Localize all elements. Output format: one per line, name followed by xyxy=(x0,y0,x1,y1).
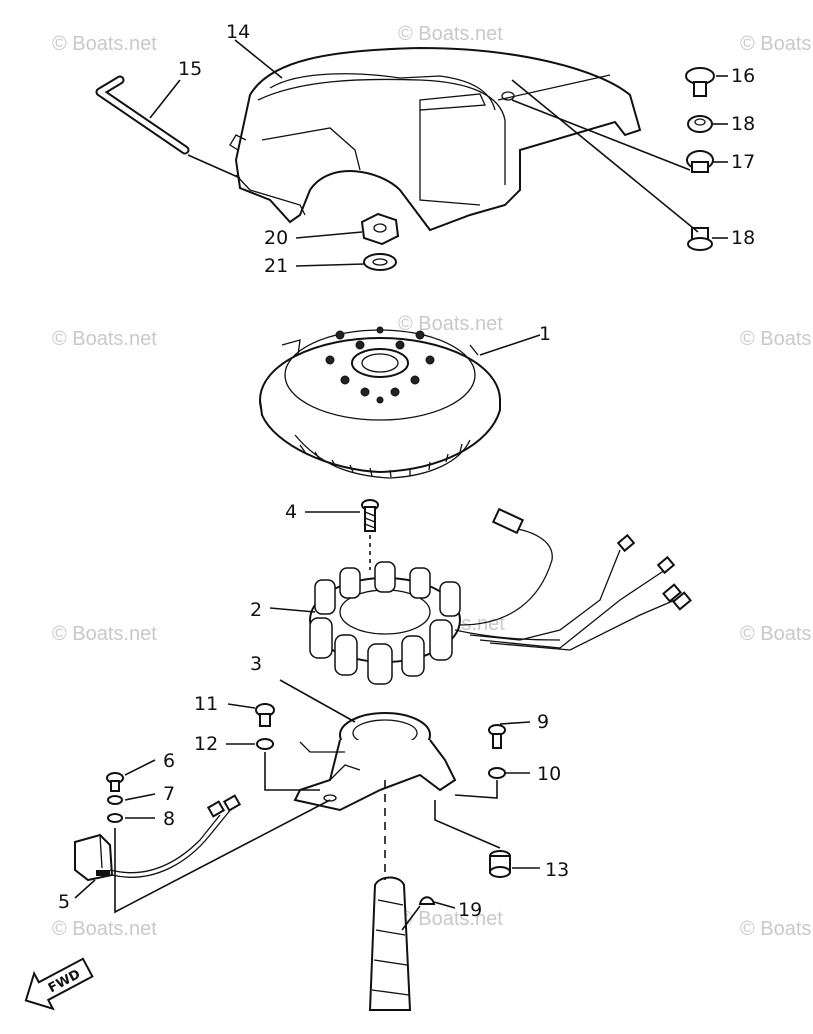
leader-line xyxy=(511,79,699,233)
screw-11 xyxy=(255,703,275,727)
watermark: © Boats.net xyxy=(398,313,503,335)
screw-6 xyxy=(106,772,124,792)
pulser-coil-5 xyxy=(74,794,242,882)
fastener-16 xyxy=(685,67,715,97)
callout-14: 14 xyxy=(226,21,250,43)
leader-line xyxy=(279,679,356,723)
watermark: © Boats.net xyxy=(52,33,157,55)
collar-18b xyxy=(687,227,713,251)
leader-line xyxy=(295,231,363,239)
leader-line xyxy=(234,39,283,79)
callout-2: 2 xyxy=(250,599,262,621)
leader-line xyxy=(511,99,691,171)
washer-8 xyxy=(107,813,123,823)
callout-19: 19 xyxy=(458,899,482,921)
leader-line xyxy=(295,263,365,267)
leader-line xyxy=(434,800,501,849)
base-plate-part xyxy=(293,712,457,812)
bolt-part xyxy=(361,499,379,570)
washer-7 xyxy=(107,795,123,805)
woodruff-key-19 xyxy=(418,896,436,905)
washer-12 xyxy=(256,738,274,750)
rod-part xyxy=(95,75,241,179)
leader-line xyxy=(227,703,256,709)
callout-3: 3 xyxy=(250,653,262,675)
leader-line xyxy=(499,721,531,725)
spacer-13 xyxy=(489,850,511,878)
screw-9 xyxy=(488,724,506,749)
forward-arrow-icon: FWD xyxy=(24,957,94,1011)
callout-21: 21 xyxy=(264,255,288,277)
callout-1: 1 xyxy=(539,323,551,345)
leader-line xyxy=(74,879,96,899)
leader-line xyxy=(264,752,320,791)
nut-part xyxy=(360,212,400,246)
callout-6: 6 xyxy=(163,750,175,772)
callout-18: 18 xyxy=(731,113,755,135)
callout-13: 13 xyxy=(545,859,569,881)
callout-11: 11 xyxy=(194,693,218,715)
callout-15: 15 xyxy=(178,58,202,80)
watermark: © Boats.net xyxy=(740,33,813,55)
leader-line xyxy=(124,759,156,776)
flywheel-cover-part xyxy=(229,46,642,232)
callout-8: 8 xyxy=(163,808,175,830)
flywheel-part xyxy=(259,326,501,479)
leader-line xyxy=(454,780,498,799)
watermark: © Boats.net xyxy=(398,908,503,930)
leader-line xyxy=(124,793,156,801)
callout-7: 7 xyxy=(163,783,175,805)
watermark: © Boats.net xyxy=(52,328,157,350)
callout-16: 16 xyxy=(731,65,755,87)
callout-12: 12 xyxy=(194,733,218,755)
watermark: © Boats.net xyxy=(52,623,157,645)
leader-line xyxy=(114,799,331,914)
callout-labels: 14 15 16 18 17 18 20 21 1 4 2 3 11 12 9 … xyxy=(58,21,755,921)
watermark: © Boats.net xyxy=(740,328,813,350)
watermark: © Boats.net xyxy=(398,23,503,45)
callout-5: 5 xyxy=(58,891,70,913)
crankshaft-19 xyxy=(368,780,412,1011)
callout-17: 17 xyxy=(731,151,755,173)
watermark: © Boats.net xyxy=(740,623,813,645)
callout-10: 10 xyxy=(537,763,561,785)
washer-18a xyxy=(687,115,713,133)
watermark: © Boats.net xyxy=(52,918,157,940)
callout-9: 9 xyxy=(537,711,549,733)
grommet-17 xyxy=(686,150,714,173)
leader-line xyxy=(401,905,421,931)
leader-line xyxy=(433,901,456,909)
leader-line xyxy=(479,334,541,356)
washer-part xyxy=(363,253,397,271)
stator-part xyxy=(309,507,692,685)
leader-line xyxy=(149,79,181,119)
callout-4: 4 xyxy=(285,501,297,523)
callout-20: 20 xyxy=(264,227,288,249)
callout-18: 18 xyxy=(731,227,755,249)
leader-line xyxy=(269,607,316,613)
washer-10 xyxy=(488,767,506,779)
watermark: © Boats.net xyxy=(740,918,813,940)
